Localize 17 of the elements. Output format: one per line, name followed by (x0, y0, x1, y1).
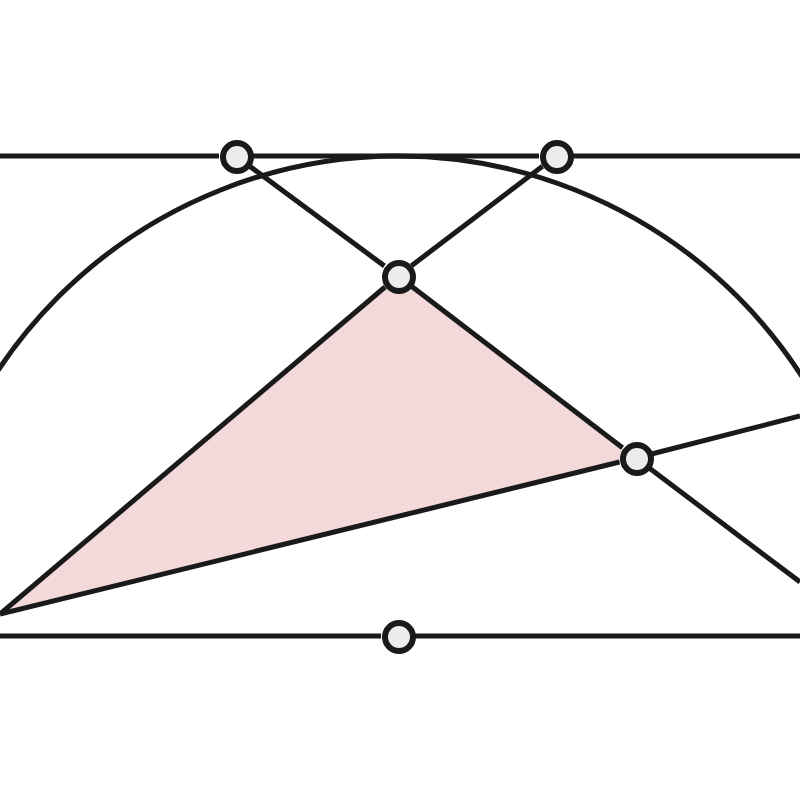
line-segment (0, 285, 387, 616)
line-segment (651, 413, 800, 457)
point-marker (381, 259, 415, 293)
point-marker (539, 139, 573, 173)
point-marker (381, 619, 415, 653)
line-segment (0, 633, 381, 639)
line-segment (410, 164, 544, 268)
point-marker (219, 139, 253, 173)
line-segment (253, 153, 539, 159)
line-segment (0, 153, 219, 159)
line-segment (415, 633, 800, 639)
line-segment (0, 459, 621, 617)
line-segment (573, 153, 800, 159)
line-segment (410, 284, 624, 450)
line-segment (248, 164, 386, 268)
point-marker (619, 441, 653, 475)
line-segment (648, 466, 800, 584)
